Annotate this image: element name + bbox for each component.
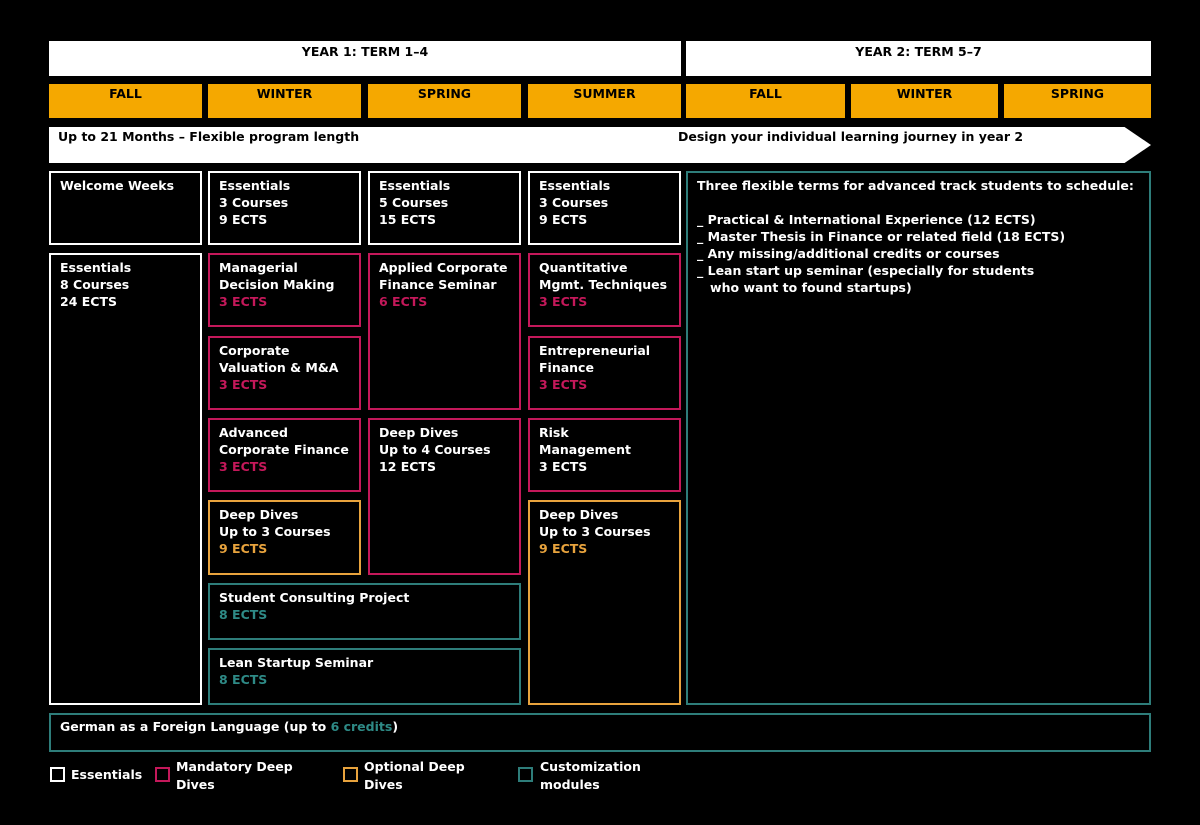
welcome-weeks-box: Welcome Weeks [49, 171, 202, 245]
legend-mandatory-label: Mandatory Deep Dives [176, 759, 293, 792]
year2-item-thesis: _ Master Thesis in Finance or related fi… [697, 229, 1066, 244]
box-title: Corporate [219, 343, 290, 358]
box-ects: 8 ECTS [219, 607, 268, 622]
spring-essentials-box: Essentials 5 Courses 15 ECTS [368, 171, 521, 245]
box-subtitle: Management [539, 442, 632, 457]
year2-label: YEAR 2: TERM 5–7 [855, 44, 982, 59]
season-winter-2: WINTER [851, 84, 998, 118]
box-ects: 8 ECTS [219, 672, 268, 687]
german-credits: 6 credits [330, 719, 393, 734]
season-spring-1: SPRING [368, 84, 521, 118]
box-title: Essentials [60, 260, 132, 275]
summer-essentials-box: Essentials 3 Courses 9 ECTS [528, 171, 681, 245]
arrow-right-text: Design your individual learning journey … [678, 129, 1024, 144]
legend-customization-label: Customization modules [540, 759, 641, 792]
box-courses: 3 Courses [219, 195, 289, 210]
box-title: Essentials [539, 178, 611, 193]
box-ects: 9 ECTS [219, 541, 268, 556]
box-title: Essentials [219, 178, 291, 193]
box-title: Deep Dives [539, 507, 619, 522]
entrepreneurial-finance-box: Entrepreneurial Finance 3 ECTS [528, 336, 681, 410]
box-ects: 3 ECTS [539, 377, 588, 392]
box-courses: 8 Courses [60, 277, 130, 292]
year1-header: YEAR 1: TERM 1–4 [49, 41, 681, 76]
winter-deep-dives-box: Deep Dives Up to 3 Courses 9 ECTS [208, 500, 361, 575]
year2-item-lean: _ Lean start up seminar (especially for … [697, 263, 1035, 278]
legend-mandatory-swatch [155, 767, 170, 782]
box-title: Risk [539, 425, 569, 440]
legend-optional-label: Optional Deep Dives [364, 759, 465, 792]
box-courses: Up to 4 Courses [379, 442, 491, 457]
spring-deep-dives-box: Deep Dives Up to 4 Courses 12 ECTS [368, 418, 521, 575]
year2-item-lean-cont: who want to found startups) [697, 280, 912, 295]
managerial-decision-box: Managerial Decision Making 3 ECTS [208, 253, 361, 327]
box-title: Deep Dives [219, 507, 299, 522]
season-winter-1: WINTER [208, 84, 361, 118]
box-ects: 9 ECTS [539, 541, 588, 556]
box-ects: 3 ECTS [539, 459, 588, 474]
box-subtitle: Mgmt. Techniques [539, 277, 668, 292]
box-ects: 12 ECTS [379, 459, 436, 474]
box-ects: 3 ECTS [219, 459, 268, 474]
box-ects: 3 ECTS [539, 294, 588, 309]
legend-essentials-swatch [50, 767, 65, 782]
year1-label: YEAR 1: TERM 1–4 [301, 44, 429, 59]
german-language-box: German as a Foreign Language (up to 6 cr… [49, 713, 1151, 752]
year2-item-credits: _ Any missing/additional credits or cour… [697, 246, 1000, 261]
advanced-corporate-finance-box: Advanced Corporate Finance 3 ECTS [208, 418, 361, 492]
box-title: Advanced [219, 425, 288, 440]
arrow-left-text: Up to 21 Months – Flexible program lengt… [58, 129, 360, 144]
box-courses: Up to 3 Courses [219, 524, 331, 539]
box-subtitle: Valuation & M&A [219, 360, 339, 375]
year2-item-practical: _ Practical & International Experience (… [697, 212, 1036, 227]
box-subtitle: Decision Making [219, 277, 335, 292]
german-prefix: German as a Foreign Language (up to [60, 719, 331, 734]
german-suffix: ) [392, 719, 399, 734]
legend-optional-swatch [343, 767, 358, 782]
winter-essentials-box: Essentials 3 Courses 9 ECTS [208, 171, 361, 245]
box-ects: 24 ECTS [60, 294, 117, 309]
box-title: Quantitative [539, 260, 628, 275]
box-ects: 3 ECTS [219, 294, 268, 309]
legend-customization-swatch [518, 767, 533, 782]
risk-management-box: Risk Management 3 ECTS [528, 418, 681, 492]
fall-essentials-box: Essentials 8 Courses 24 ECTS [49, 253, 202, 705]
summer-deep-dives-box: Deep Dives Up to 3 Courses 9 ECTS [528, 500, 681, 705]
box-title: Student Consulting Project [219, 590, 410, 605]
applied-corporate-finance-box: Applied Corporate Finance Seminar 6 ECTS [368, 253, 521, 410]
box-ects: 9 ECTS [539, 212, 588, 227]
box-title: Essentials [379, 178, 451, 193]
season-spring-2: SPRING [1004, 84, 1151, 118]
box-ects: 15 ECTS [379, 212, 436, 227]
legend-essentials-label: Essentials [71, 767, 143, 782]
box-courses: Up to 3 Courses [539, 524, 651, 539]
corporate-valuation-box: Corporate Valuation & M&A 3 ECTS [208, 336, 361, 410]
year2-flexible-terms-box: Three flexible terms for advanced track … [686, 171, 1151, 705]
season-fall-2: FALL [686, 84, 845, 118]
box-title: Applied Corporate [379, 260, 508, 275]
lean-startup-box: Lean Startup Seminar 8 ECTS [208, 648, 521, 705]
year2-intro: Three flexible terms for advanced track … [697, 178, 1134, 193]
season-summer-1: SUMMER [528, 84, 681, 118]
box-ects: 9 ECTS [219, 212, 268, 227]
box-title: Lean Startup Seminar [219, 655, 374, 670]
box-subtitle: Corporate Finance [219, 442, 349, 457]
box-ects: 6 ECTS [379, 294, 428, 309]
box-title: Welcome Weeks [60, 178, 175, 193]
box-subtitle: Finance Seminar [379, 277, 497, 292]
box-ects: 3 ECTS [219, 377, 268, 392]
timeline-arrow: Up to 21 Months – Flexible program lengt… [49, 127, 1151, 163]
box-courses: 5 Courses [379, 195, 449, 210]
year2-header: YEAR 2: TERM 5–7 [686, 41, 1151, 76]
box-title: Entrepreneurial [539, 343, 651, 358]
box-title: Managerial [219, 260, 298, 275]
box-subtitle: Finance [539, 360, 594, 375]
quantitative-mgmt-box: Quantitative Mgmt. Techniques 3 ECTS [528, 253, 681, 327]
student-consulting-box: Student Consulting Project 8 ECTS [208, 583, 521, 640]
box-title: Deep Dives [379, 425, 459, 440]
box-courses: 3 Courses [539, 195, 609, 210]
season-fall-1: FALL [49, 84, 202, 118]
